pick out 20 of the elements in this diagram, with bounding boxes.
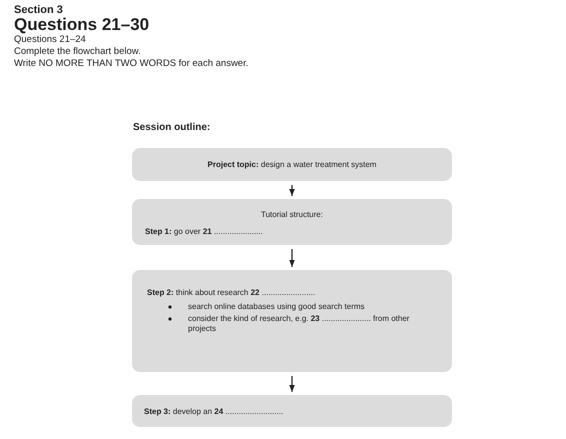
arrow — [289, 249, 295, 267]
question-range: Questions 21–24 — [14, 34, 86, 45]
section-heading: Section 3 — [14, 4, 63, 16]
process-box — [132, 199, 452, 245]
bullet-item: consider the kind of research, e.g. 23 ...................... from other projects — [188, 314, 410, 334]
bullet-item: search online databases using good search terms — [188, 302, 366, 312]
arrow — [289, 185, 295, 196]
box-text: Step 1: go over 21 ...................... — [145, 227, 263, 236]
instruction-text: Complete the flowchart below. — [14, 46, 141, 57]
flowchart-heading: Session outline: — [133, 122, 210, 133]
box-text: Step 3: develop an 24 .......................... — [144, 407, 284, 416]
arrow — [289, 376, 295, 392]
instruction-text: Write NO MORE THAN TWO WORDS for each answer. — [14, 58, 248, 69]
box-text: Project topic: design a water treatment system — [206, 160, 378, 169]
box-text: Tutorial structure: — [260, 210, 324, 219]
process-box — [132, 395, 452, 427]
process-box — [132, 270, 452, 372]
box-text: Step 2: think about research 22 ........................ — [147, 288, 316, 297]
process-box — [132, 148, 452, 181]
page-title: Questions 21–30 — [14, 15, 150, 35]
